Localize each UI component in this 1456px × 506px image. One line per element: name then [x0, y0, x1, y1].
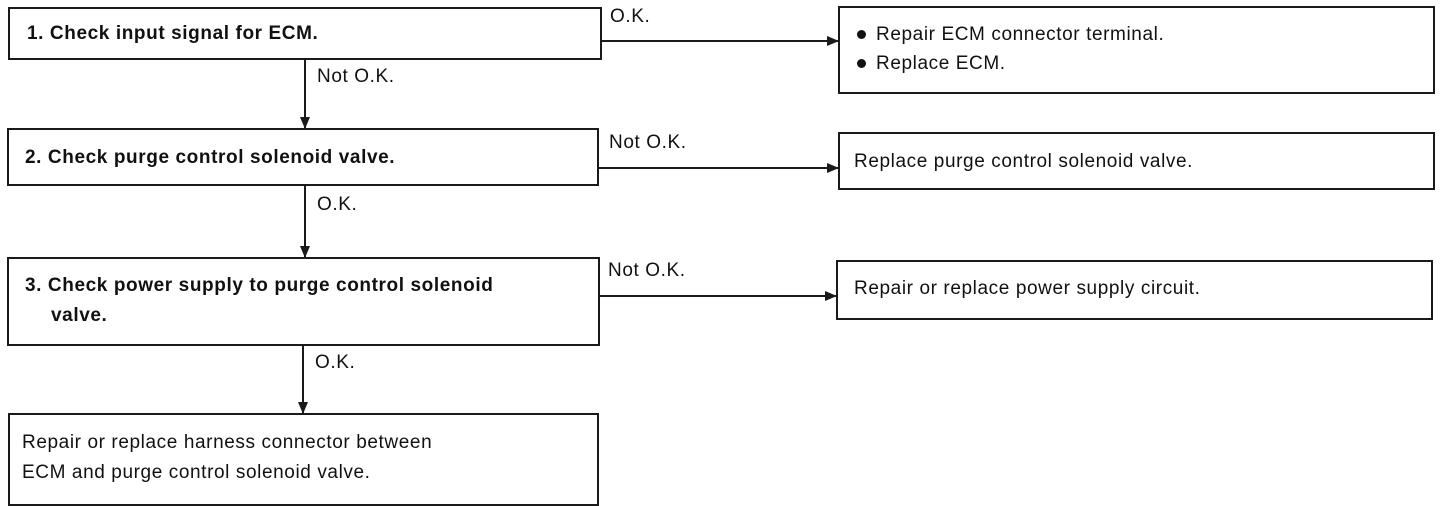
edge-label-step3-not-ok: Not O.K.: [608, 260, 686, 281]
final-result-box: Repair or replace harness connector betw…: [8, 413, 599, 506]
step2-box: 2. Check purge control solenoid valve.: [7, 128, 599, 186]
step3-box: 3. Check power supply to purge control s…: [7, 257, 600, 346]
result2-box: Replace purge control solenoid valve.: [838, 132, 1435, 190]
result1-box: Repair ECM connector terminal. Replace E…: [838, 6, 1435, 94]
result1-list: Repair ECM connector terminal. Replace E…: [854, 20, 1164, 78]
step1-title: 1. Check input signal for ECM.: [27, 23, 319, 44]
result3-box: Repair or replace power supply circuit.: [836, 260, 1433, 320]
step3-title-line2: valve.: [51, 305, 108, 326]
result1-item-replace-ecm: Replace ECM.: [854, 49, 1164, 78]
step3-title-line1: 3. Check power supply to purge control s…: [25, 275, 494, 296]
result2-text: Replace purge control solenoid valve.: [854, 151, 1194, 172]
edge-label-step2-not-ok: Not O.K.: [609, 132, 687, 153]
step1-box: 1. Check input signal for ECM.: [8, 7, 602, 60]
edge-label-step2-ok: O.K.: [317, 194, 358, 215]
result3-text: Repair or replace power supply circuit.: [854, 278, 1201, 299]
final-result-line2: ECM and purge control solenoid valve.: [22, 462, 371, 483]
step2-title: 2. Check purge control solenoid valve.: [25, 147, 396, 168]
result1-item-repair-connector: Repair ECM connector terminal.: [854, 20, 1164, 49]
edge-label-step1-ok: O.K.: [610, 6, 651, 27]
final-result-line1: Repair or replace harness connector betw…: [22, 432, 433, 453]
edge-label-step3-ok: O.K.: [315, 352, 356, 373]
edge-label-step1-not-ok: Not O.K.: [317, 66, 395, 87]
